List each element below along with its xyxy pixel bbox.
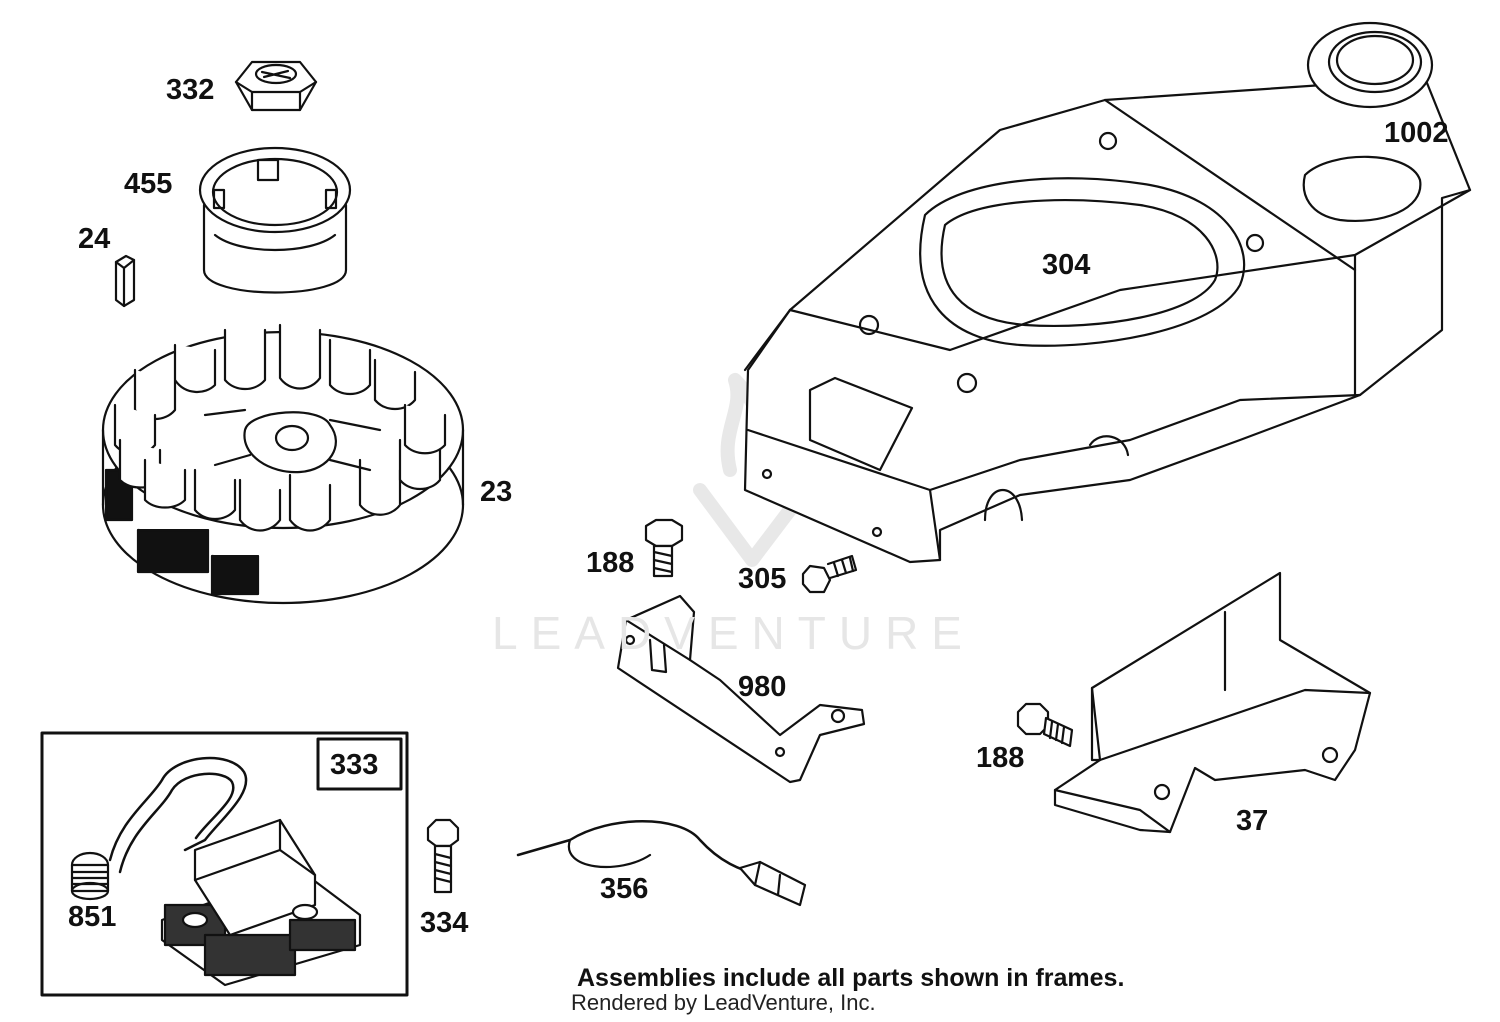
- label-part-23: 23: [480, 476, 513, 508]
- label-part-455: 455: [124, 168, 173, 200]
- assembly-note: Assemblies include all parts shown in fr…: [577, 964, 1125, 992]
- screw-334: [426, 818, 460, 894]
- label-part-305: 305: [738, 563, 787, 595]
- label-part-188-lower: 188: [976, 742, 1025, 774]
- label-part-24: 24: [78, 223, 111, 255]
- label-part-332: 332: [166, 74, 215, 106]
- shield-37: [1053, 571, 1372, 834]
- bolt-188-lower: [1016, 702, 1074, 748]
- label-part-333: 333: [330, 749, 379, 781]
- label-part-334: 334: [420, 907, 469, 939]
- key-24: [114, 254, 136, 308]
- starter-cup-455: [198, 146, 352, 294]
- label-part-304: 304: [1042, 249, 1091, 281]
- bracket-980: [616, 594, 866, 784]
- flywheel-23: [101, 323, 465, 605]
- assembly-frame-333: [40, 731, 409, 997]
- watermark-text: LEADVENTURE: [492, 607, 975, 659]
- grommet-1002: [1306, 21, 1434, 109]
- label-part-1002: 1002: [1384, 117, 1449, 149]
- blower-housing-304: [743, 76, 1472, 564]
- bolt-188-upper: [644, 518, 684, 578]
- label-part-37: 37: [1236, 805, 1269, 837]
- label-part-188-upper: 188: [586, 547, 635, 579]
- label-part-980: 980: [738, 671, 787, 703]
- label-part-356: 356: [600, 873, 649, 905]
- ground-wire-356: [516, 820, 807, 907]
- hex-nut-332: [234, 60, 318, 112]
- ignition-coil-333: [108, 756, 362, 987]
- spring-851: [70, 851, 110, 901]
- render-credit: Rendered by LeadVenture, Inc.: [571, 990, 876, 1015]
- screw-305: [801, 554, 858, 594]
- label-part-851: 851: [68, 901, 117, 933]
